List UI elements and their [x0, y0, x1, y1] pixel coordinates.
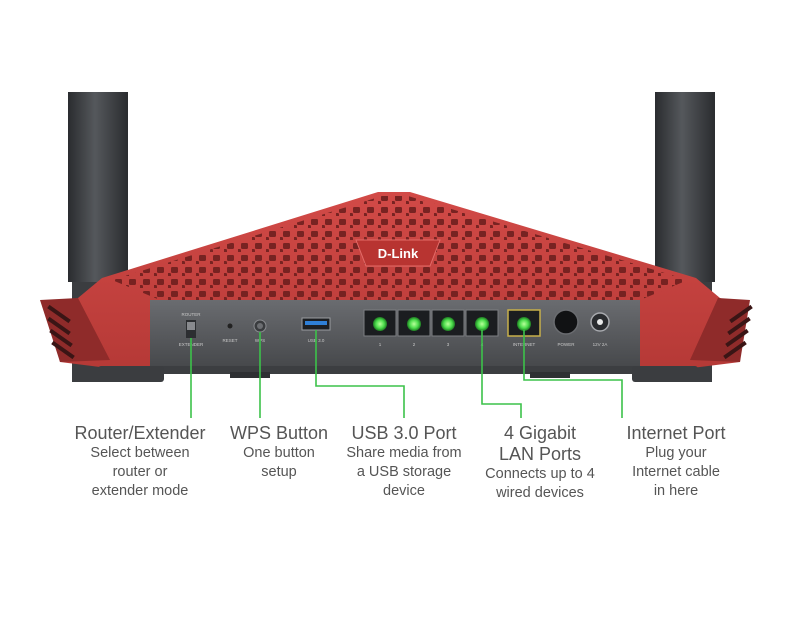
dc-in-label: 12V 2A: [593, 342, 608, 347]
callout-desc-line: router or: [112, 464, 168, 480]
callout-title-line-2: LAN Ports: [498, 444, 582, 464]
callout-desc-line: device: [383, 483, 425, 499]
callout-desc-line: Internet cable: [632, 464, 720, 480]
callout-desc-line: Connects up to 4: [485, 466, 595, 482]
lan-ports: 1 2 3 4: [363, 309, 499, 347]
power-button[interactable]: POWER: [553, 309, 579, 347]
logo-text: D-Link: [378, 246, 419, 261]
lan-port-2-label: 2: [413, 342, 416, 347]
callout-desc-line: setup: [261, 464, 297, 480]
callout-desc-line: extender mode: [91, 483, 189, 499]
dc-power-jack[interactable]: 12V 2A: [590, 312, 610, 347]
callout-line-internet: [523, 330, 623, 418]
wps-button[interactable]: WPS: [253, 319, 267, 343]
callout-title: Internet Port: [626, 423, 726, 443]
lan-port-1-label: 1: [379, 342, 382, 347]
callout-desc-line: Share media from: [346, 445, 462, 461]
callout-title: 4 Gigabit: [503, 423, 577, 443]
reset-button[interactable]: RESET: [222, 323, 238, 344]
callout-desc-line: wired devices: [496, 485, 584, 501]
callout-usb-port: USB 3.0 Port Share media from a USB stor…: [334, 423, 474, 501]
callout-title: WPS Button: [229, 423, 329, 443]
lan-port-2[interactable]: 2: [397, 309, 431, 347]
callout-line-lan: [481, 330, 522, 418]
callout-title: Router/Extender: [74, 423, 206, 443]
callout-lan-ports: 4 Gigabit LAN Ports Connects up to 4 wir…: [470, 423, 610, 503]
callout-desc-line: in here: [653, 483, 699, 499]
lan-port-3[interactable]: 3: [431, 309, 465, 347]
reset-label: RESET: [222, 338, 237, 343]
callout-line-usb: [315, 330, 405, 418]
d-link-logo: D-Link: [355, 239, 441, 267]
callout-title: USB 3.0 Port: [351, 423, 457, 443]
left-foot: [98, 366, 164, 382]
callout-internet-port: Internet Port Plug your Internet cable i…: [610, 423, 742, 501]
power-label: POWER: [557, 342, 575, 347]
mode-switch-label: ROUTER: [182, 312, 202, 317]
callout-desc-line: Select between: [90, 445, 190, 461]
right-foot: [632, 366, 698, 382]
lan-port-1[interactable]: 1: [363, 309, 397, 347]
callout-lines: [190, 330, 623, 418]
callout-desc-line: Plug your: [645, 445, 707, 461]
callout-desc-line: a USB storage: [356, 464, 452, 480]
callout-desc-line: One button: [243, 445, 315, 461]
callout-wps-button: WPS Button One button setup: [218, 423, 340, 482]
lan-port-3-label: 3: [447, 342, 450, 347]
callout-router-extender: Router/Extender Select between router or…: [55, 423, 225, 501]
